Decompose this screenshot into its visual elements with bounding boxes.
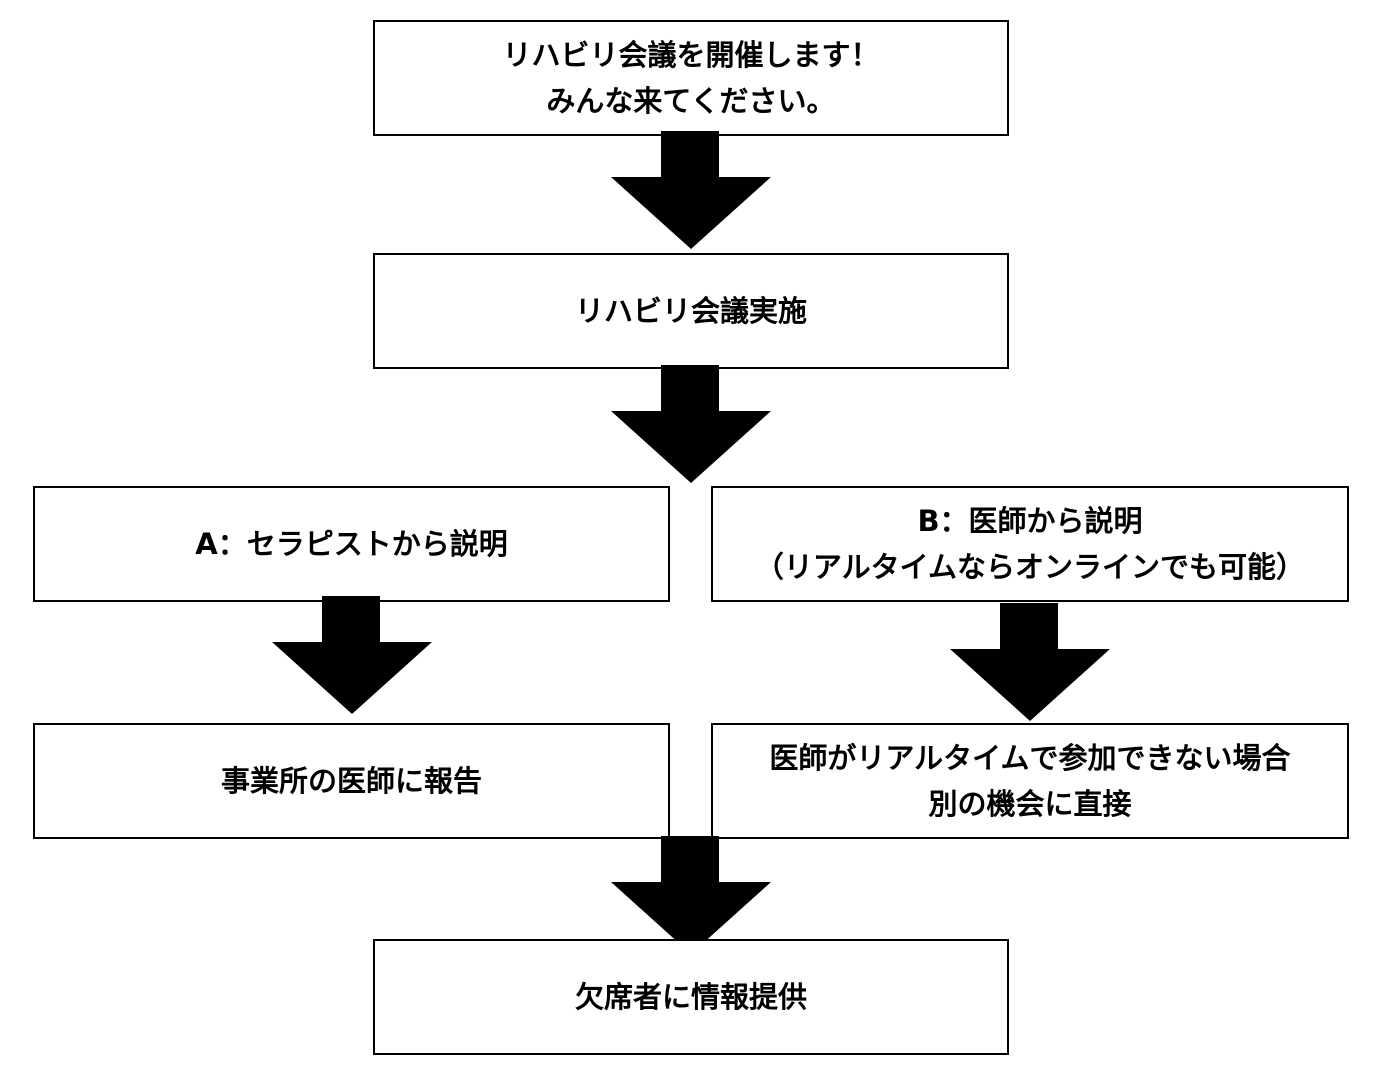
node-option-a-label: A：セラピストから説明 [195, 527, 508, 561]
arrow-down-icon [611, 131, 771, 251]
node-start-line1: リハビリ会議を開催します！ [502, 38, 880, 72]
arrow-down-icon [611, 365, 771, 485]
arrow-down-icon [950, 603, 1110, 723]
node-start-line2: みんな来てください。 [546, 84, 836, 118]
arrow-down-icon [272, 596, 432, 716]
node-meeting-held: リハビリ会議実施 [373, 253, 1009, 369]
node-inform-absentees: 欠席者に情報提供 [373, 939, 1009, 1055]
node-doctor-direct-later: 医師がリアルタイムで参加できない場合 別の機会に直接 [711, 723, 1349, 839]
node-report-a-label: 事業所の医師に報告 [220, 764, 482, 798]
node-report-b-line2: 別の機会に直接 [928, 787, 1132, 821]
arrow-down-icon [611, 836, 771, 956]
node-option-b-line1: B：医師から説明 [917, 504, 1143, 538]
node-meeting-label: リハビリ会議実施 [574, 294, 807, 328]
node-option-b-line2: （リアルタイムならオンラインでも可能） [754, 550, 1306, 584]
node-report-to-office-doctor: 事業所の医師に報告 [33, 723, 670, 839]
node-option-b-doctor: B：医師から説明 （リアルタイムならオンラインでも可能） [711, 486, 1349, 602]
node-report-b-line1: 医師がリアルタイムで参加できない場合 [769, 741, 1291, 775]
node-end-label: 欠席者に情報提供 [574, 980, 807, 1014]
node-start-meeting-announcement: リハビリ会議を開催します！ みんな来てください。 [373, 20, 1009, 136]
node-option-a-therapist: A：セラピストから説明 [33, 486, 670, 602]
